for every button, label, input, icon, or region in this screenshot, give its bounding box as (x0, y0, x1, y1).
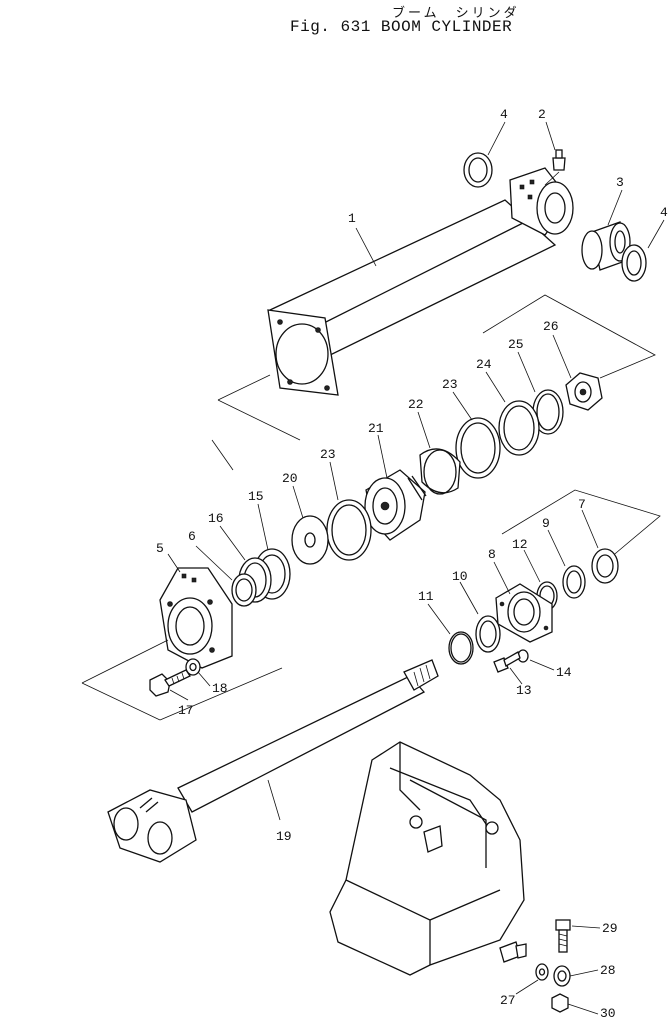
callout-22: 22 (408, 397, 424, 412)
buffer-ring-part (475, 615, 501, 653)
callout-14: 14 (556, 665, 572, 680)
callout-18: 18 (212, 681, 228, 696)
ring-part (532, 389, 564, 435)
nut-part (551, 993, 569, 1013)
callout-27: 27 (500, 993, 516, 1008)
callout-20: 20 (282, 471, 298, 486)
callout-25: 25 (508, 337, 524, 352)
callout-4: 4 (500, 107, 508, 122)
bolt-part (149, 669, 191, 697)
cylinder-tube-part (217, 167, 574, 441)
callout-16: 16 (208, 511, 224, 526)
leader-lines (167, 121, 665, 1015)
grease-fitting-part (544, 149, 566, 186)
figure-title-japanese: ブーム シリンダ (392, 6, 520, 21)
callout-19: 19 (276, 829, 292, 844)
washer-part (535, 963, 549, 981)
figure-title: Fig. 631 BOOM CYLINDER (290, 18, 513, 36)
bolt-part (555, 919, 571, 953)
callout-4: 4 (660, 205, 668, 220)
washer-part (185, 658, 201, 676)
wear-ring-part (455, 417, 501, 479)
wear-ring-part (326, 499, 372, 561)
bushing-part (231, 573, 257, 607)
callout-29: 29 (602, 921, 618, 936)
dust-ring-part (621, 244, 647, 282)
callout-7: 7 (578, 497, 586, 512)
piston-ring-part (419, 448, 461, 495)
callout-13: 13 (516, 683, 532, 698)
callout-12: 12 (512, 537, 528, 552)
piston-nut-part (565, 372, 603, 411)
callout-11: 11 (418, 589, 434, 604)
callout-9: 9 (542, 516, 550, 531)
dust-seal-part (591, 548, 619, 584)
callout-labels: 1 2 3 4 4 5 6 7 8 9 10 11 12 13 14 15 16… (156, 107, 668, 1019)
callout-8: 8 (488, 547, 496, 562)
callout-30: 30 (600, 1006, 616, 1019)
bolt-part (493, 651, 521, 673)
retainer-part (495, 583, 553, 643)
bracket-part (329, 741, 527, 976)
dust-ring-part (463, 152, 493, 188)
snap-ring-part (562, 565, 586, 599)
callout-23: 23 (320, 447, 336, 462)
ring-part (498, 400, 540, 456)
collar-part (553, 965, 571, 987)
piston-rod-part (107, 659, 439, 863)
callout-28: 28 (600, 963, 616, 978)
cylinder-head-part (159, 567, 233, 669)
callout-1: 1 (348, 211, 356, 226)
callout-15: 15 (248, 489, 264, 504)
callout-23: 23 (442, 377, 458, 392)
callout-5: 5 (156, 541, 164, 556)
callout-26: 26 (543, 319, 559, 334)
callout-17: 17 (178, 703, 194, 718)
piston-part (364, 469, 427, 541)
callout-2: 2 (538, 107, 546, 122)
callout-21: 21 (368, 421, 384, 436)
snap-ring-part (448, 631, 474, 665)
callout-3: 3 (616, 175, 624, 190)
callout-24: 24 (476, 357, 492, 372)
callout-6: 6 (188, 529, 196, 544)
callout-10: 10 (452, 569, 468, 584)
cushion-washer-part (291, 515, 329, 565)
